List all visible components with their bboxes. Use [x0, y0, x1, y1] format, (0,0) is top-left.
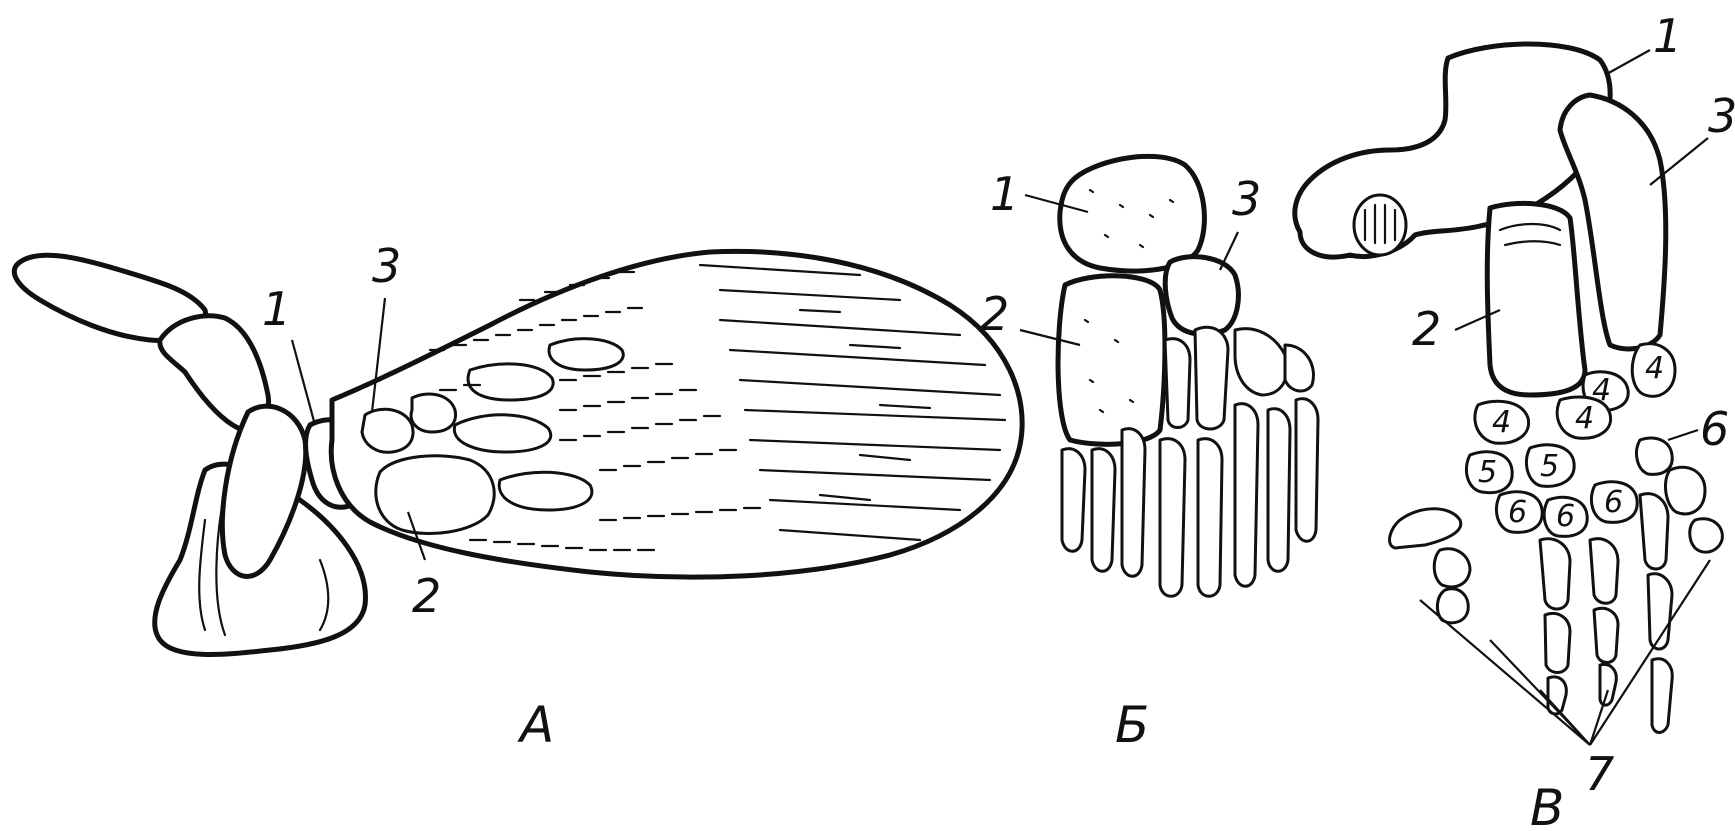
basal-element-3	[362, 409, 413, 452]
panel-b-limb: 1 2 3 Б	[980, 156, 1318, 754]
panel-a-label-2: 2	[412, 569, 441, 623]
panel-c-carpal-5a: 5	[1478, 455, 1497, 490]
panel-c-label-3: 3	[1708, 89, 1735, 143]
panel-c-label-6: 6	[1700, 402, 1729, 456]
panel-c-carpal-4b: 4	[1645, 351, 1664, 386]
panel-c-label-2: 2	[1412, 302, 1441, 356]
limb-b-element-3	[1165, 257, 1238, 335]
panel-b-label-1: 1	[990, 167, 1019, 221]
panel-c-carpal-5b: 5	[1540, 449, 1559, 484]
panel-b-label-3: 3	[1232, 172, 1261, 226]
panel-c-label-1: 1	[1653, 9, 1682, 63]
panel-c-carpal-6a: 6	[1508, 495, 1527, 530]
panel-c-carpal-6b: 6	[1556, 499, 1575, 534]
limb-c-element-2	[1487, 203, 1585, 395]
panel-c-carpal-4a: 4	[1592, 373, 1611, 408]
panel-c-label-7: 7	[1585, 747, 1614, 801]
limb-b-element-2	[1058, 276, 1165, 445]
panel-a-letter: А	[517, 696, 554, 754]
panel-b-label-2: 2	[980, 287, 1009, 341]
panel-a-fin: 1 3 2 А	[14, 239, 1022, 754]
panel-c-carpal-4d: 4	[1575, 401, 1594, 436]
panel-c-carpal-6c: 6	[1604, 485, 1623, 520]
basal-element-2	[376, 456, 494, 534]
panel-a-label-1: 1	[262, 282, 291, 336]
panel-b-letter: Б	[1115, 696, 1149, 754]
panel-c-carpal-4c: 4	[1492, 405, 1511, 440]
panel-a-label-3: 3	[372, 239, 401, 293]
glenoid-socket	[1354, 195, 1406, 255]
limb-b-element-1	[1060, 156, 1205, 271]
panel-c-letter: В	[1530, 779, 1564, 831]
panel-c-limb: 4 4 4 4 5 5 6 6 6	[1295, 9, 1735, 831]
